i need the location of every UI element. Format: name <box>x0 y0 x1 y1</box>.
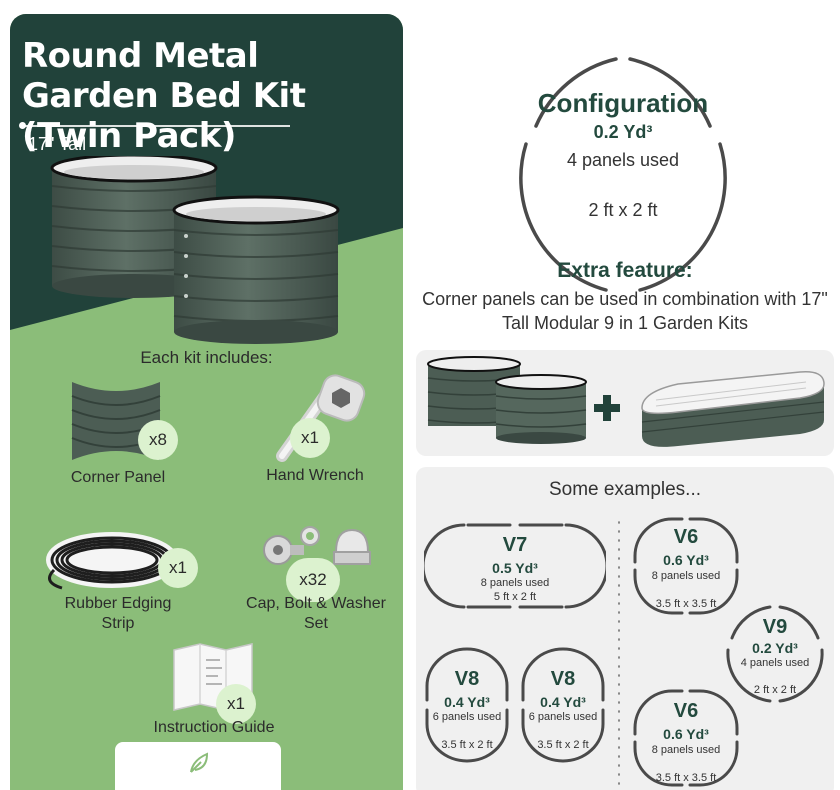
example-v9-volume: 0.2 Yd³ <box>752 640 798 656</box>
example-v6-bottom-name: V6 <box>673 700 699 722</box>
cap-bolt-washer-icon <box>263 526 371 565</box>
brand-logo-card <box>115 742 281 790</box>
example-v8-right-outline <box>521 647 605 763</box>
example-v6-bottom-panels: 8 panels used <box>651 744 721 756</box>
example-v9: V9 0.2 Yd³ 4 panels used 2 ft x 2 ft <box>722 604 828 704</box>
example-v8-right-dimensions: 3.5 ft x 2 ft <box>537 739 589 751</box>
instruction-guide-qty-badge: x1 <box>216 684 256 724</box>
corner-panel-qty-badge: x8 <box>138 420 178 460</box>
combination-card <box>416 350 834 456</box>
configuration-volume: 0.2 Yd³ <box>593 122 653 142</box>
example-v8-right-name: V8 <box>550 668 576 690</box>
rubber-edging-label: Rubber Edging Strip <box>64 595 172 632</box>
hand-wrench-label: Hand Wrench <box>266 467 364 484</box>
example-v7-volume: 0.5 Yd³ <box>492 560 538 576</box>
example-v9-panels: 4 panels used <box>740 657 810 669</box>
example-v8-left: V8 0.4 Yd³ 6 panels used 3.5 ft x 2 ft <box>424 646 510 764</box>
example-v7-panels: 8 panels used <box>480 577 550 589</box>
example-v7-name: V7 <box>502 534 528 556</box>
example-v9-name: V9 <box>762 616 788 638</box>
example-v6-bottom-volume: 0.6 Yd³ <box>663 726 709 742</box>
example-v9-outline <box>726 605 824 703</box>
example-v8-left-dimensions: 3.5 ft x 2 ft <box>441 739 493 751</box>
example-v6-top-panels: 8 panels used <box>651 570 721 582</box>
example-v8-right-panels: 6 panels used <box>528 711 598 723</box>
plus-icon <box>594 395 620 421</box>
extra-feature-title: Extra feature: <box>557 259 693 282</box>
example-v6-top-dimensions: 3.5 ft x 3.5 ft <box>655 598 717 610</box>
example-v8-left-outline <box>425 647 509 763</box>
extra-feature-text: Corner panels can be used in combination… <box>422 289 828 333</box>
corner-panel-label: Corner Panel <box>70 469 166 486</box>
example-v7: V7 0.5 Yd³ 8 panels used 5 ft x 2 ft <box>424 522 606 610</box>
title-rule <box>22 125 290 127</box>
height-label: 17" Tall <box>28 134 87 154</box>
configuration-title: Configuration <box>537 88 709 118</box>
rubber-edging-strip-icon <box>46 532 178 590</box>
configuration-panels: 4 panels used <box>566 150 680 170</box>
product-title: Round Metal Garden Bed Kit (Twin Pack) <box>22 36 306 156</box>
configuration-ring <box>519 57 727 292</box>
kit-includes-heading: Each kit includes: <box>140 348 273 367</box>
examples-card <box>416 467 834 790</box>
example-v6-top-name: V6 <box>673 526 699 548</box>
twin-round-beds-thumbnail <box>427 356 587 444</box>
example-v6-top-outline <box>633 517 739 615</box>
example-v8-left-volume: 0.4 Yd³ <box>444 694 490 710</box>
example-v6-bottom-outline <box>633 689 739 787</box>
front-bed <box>172 195 340 344</box>
example-v6-top-volume: 0.6 Yd³ <box>663 552 709 568</box>
example-v8-right: V8 0.4 Yd³ 6 panels used 3.5 ft x 2 ft <box>520 646 606 764</box>
modular-oval-bed-thumbnail <box>641 371 825 447</box>
example-v8-left-panels: 6 panels used <box>432 711 502 723</box>
example-v8-left-name: V8 <box>454 668 480 690</box>
example-v6-top: V6 0.6 Yd³ 8 panels used 3.5 ft x 3.5 ft <box>632 516 740 616</box>
hand-wrench-qty-badge: x1 <box>290 418 330 458</box>
example-v7-dimensions: 5 ft x 2 ft <box>493 591 537 603</box>
rubber-edging-qty-badge: x1 <box>158 548 198 588</box>
combination-image <box>427 356 825 447</box>
cap-bolt-washer-qty-badge: x32 <box>286 558 340 602</box>
example-v7-outline <box>424 523 606 609</box>
configuration-dimensions: 2 ft x 2 ft <box>588 200 658 220</box>
cap-bolt-washer-label: Cap, Bolt & Washer Set <box>246 595 386 632</box>
leaf-logo-icon <box>190 752 209 773</box>
example-v9-dimensions: 2 ft x 2 ft <box>753 684 797 696</box>
product-panel: Round Metal Garden Bed Kit (Twin Pack) 1… <box>10 14 403 790</box>
example-v6-bottom: V6 0.6 Yd³ 8 panels used 3.5 ft x 3.5 ft <box>632 688 740 788</box>
examples-heading: Some examples... <box>548 479 702 500</box>
example-v6-bottom-dimensions: 3.5 ft x 3.5 ft <box>655 772 717 784</box>
instruction-guide-label: Instruction Guide <box>153 719 275 736</box>
round-garden-beds-image <box>50 156 340 344</box>
examples-divider <box>618 518 620 790</box>
example-v8-right-volume: 0.4 Yd³ <box>540 694 586 710</box>
